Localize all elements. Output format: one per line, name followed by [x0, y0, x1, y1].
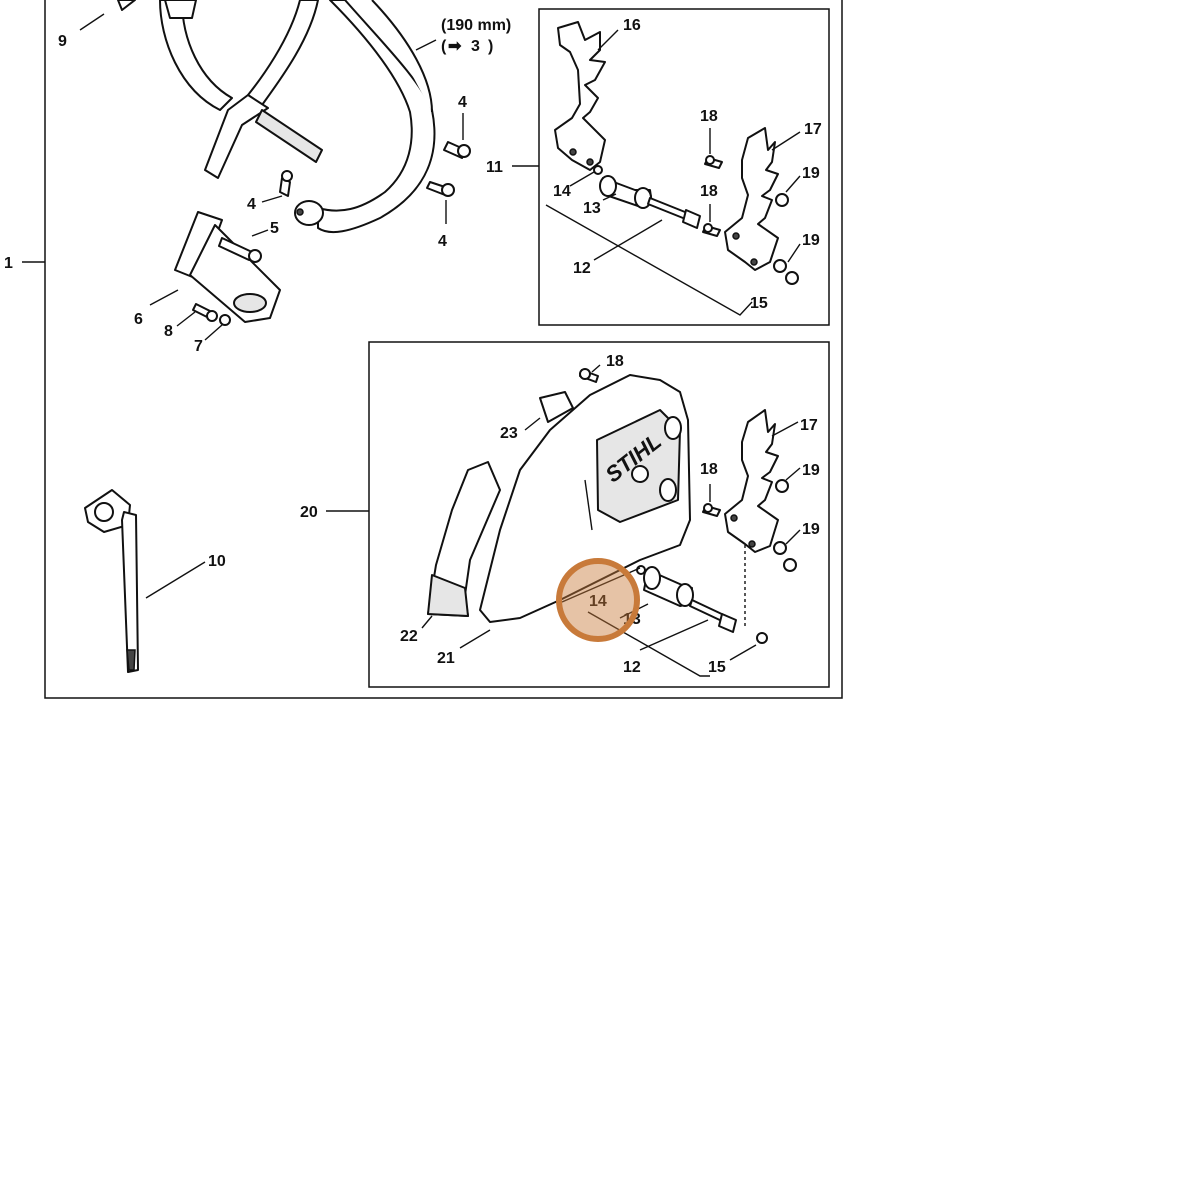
callout-21[interactable]: 21: [437, 650, 455, 667]
callout-17[interactable]: 17: [804, 121, 822, 138]
inset-box-11: [538, 8, 830, 326]
inset-box-20: [368, 341, 830, 688]
callout-5[interactable]: 5: [270, 220, 279, 237]
callout-15[interactable]: 15: [708, 659, 726, 676]
callout-18[interactable]: 18: [700, 183, 718, 200]
dimension-note-line1: (190 mm): [441, 17, 511, 34]
callout-14[interactable]: 14: [589, 593, 607, 610]
wrench-drawing: [84, 489, 139, 673]
callout-6[interactable]: 6: [134, 311, 143, 328]
callout-17[interactable]: 17: [800, 417, 818, 434]
dimension-note-close: ): [488, 38, 493, 55]
callout-19[interactable]: 19: [802, 521, 820, 538]
leader-lines: [22, 13, 801, 677]
callout-12[interactable]: 12: [623, 659, 641, 676]
dimension-note-open-paren: (: [441, 38, 447, 55]
callout-18[interactable]: 18: [606, 353, 624, 370]
callout-22[interactable]: 22: [400, 628, 418, 645]
handlebar-drawing: [117, 0, 471, 326]
callout-11[interactable]: 11: [486, 159, 503, 176]
callout-10[interactable]: 10: [208, 553, 226, 570]
callout-19[interactable]: 19: [802, 462, 820, 479]
callout-8[interactable]: 8: [164, 323, 173, 340]
callout-14[interactable]: 14: [553, 183, 571, 200]
callout-23[interactable]: 23: [500, 425, 518, 442]
callout-1[interactable]: 1: [4, 255, 13, 272]
callout-16[interactable]: 16: [623, 17, 641, 34]
callout-15[interactable]: 15: [750, 295, 768, 312]
highlight-circle: [556, 558, 640, 642]
outer-frame: [44, 0, 843, 699]
callout-19[interactable]: 19: [802, 232, 820, 249]
callout-4[interactable]: 4: [247, 196, 256, 213]
arrow-right-icon: ➡: [448, 38, 462, 55]
callout-4[interactable]: 4: [458, 94, 467, 111]
bumper-spike-set-drawing: [554, 21, 799, 285]
callout-19[interactable]: 19: [802, 165, 820, 182]
callout-12[interactable]: 12: [573, 260, 591, 277]
sprocket-cover-drawing: STIHL: [427, 368, 797, 644]
callout-9[interactable]: 9: [58, 33, 67, 50]
callout-13[interactable]: 13: [583, 200, 601, 217]
callout-labels: 9 1 4 4 4 5 6 7 8 10 11 12 13 14 15 16 1…: [4, 17, 822, 676]
callout-20[interactable]: 20: [300, 504, 318, 521]
dimension-note-ref: 3: [471, 38, 480, 55]
callout-7[interactable]: 7: [194, 338, 203, 355]
callout-18[interactable]: 18: [700, 461, 718, 478]
callout-4[interactable]: 4: [438, 233, 447, 250]
callout-18[interactable]: 18: [700, 108, 718, 125]
